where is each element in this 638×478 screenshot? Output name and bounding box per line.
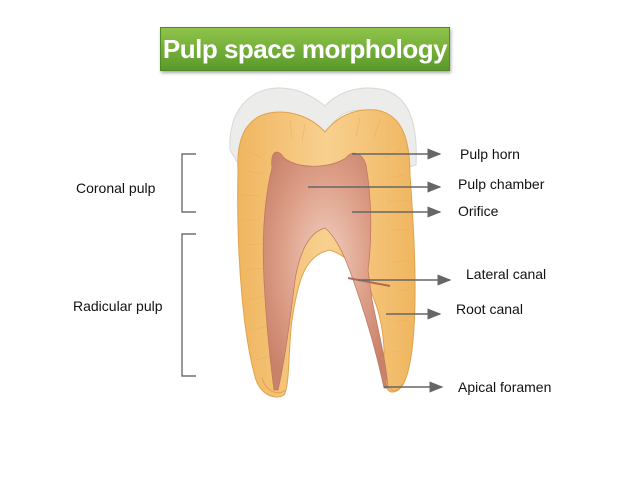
radicular-pulp-label: Radicular pulp (73, 298, 163, 314)
apical-foramen-label: Apical foramen (458, 379, 552, 395)
coronal-bracket (181, 153, 196, 213)
diagram-title: Pulp space morphology (160, 27, 450, 71)
pulp-chamber-label: Pulp chamber (458, 176, 545, 192)
orifice-label: Orifice (458, 203, 499, 219)
coronal-pulp-label: Coronal pulp (76, 180, 156, 196)
radicular-bracket (181, 233, 196, 377)
root-canal-label: Root canal (456, 301, 523, 317)
dentin-tubules (241, 117, 411, 361)
pulp-horn-label: Pulp horn (460, 146, 520, 162)
lateral-canal-line (347, 277, 391, 287)
lateral-canal-label: Lateral canal (466, 266, 547, 282)
